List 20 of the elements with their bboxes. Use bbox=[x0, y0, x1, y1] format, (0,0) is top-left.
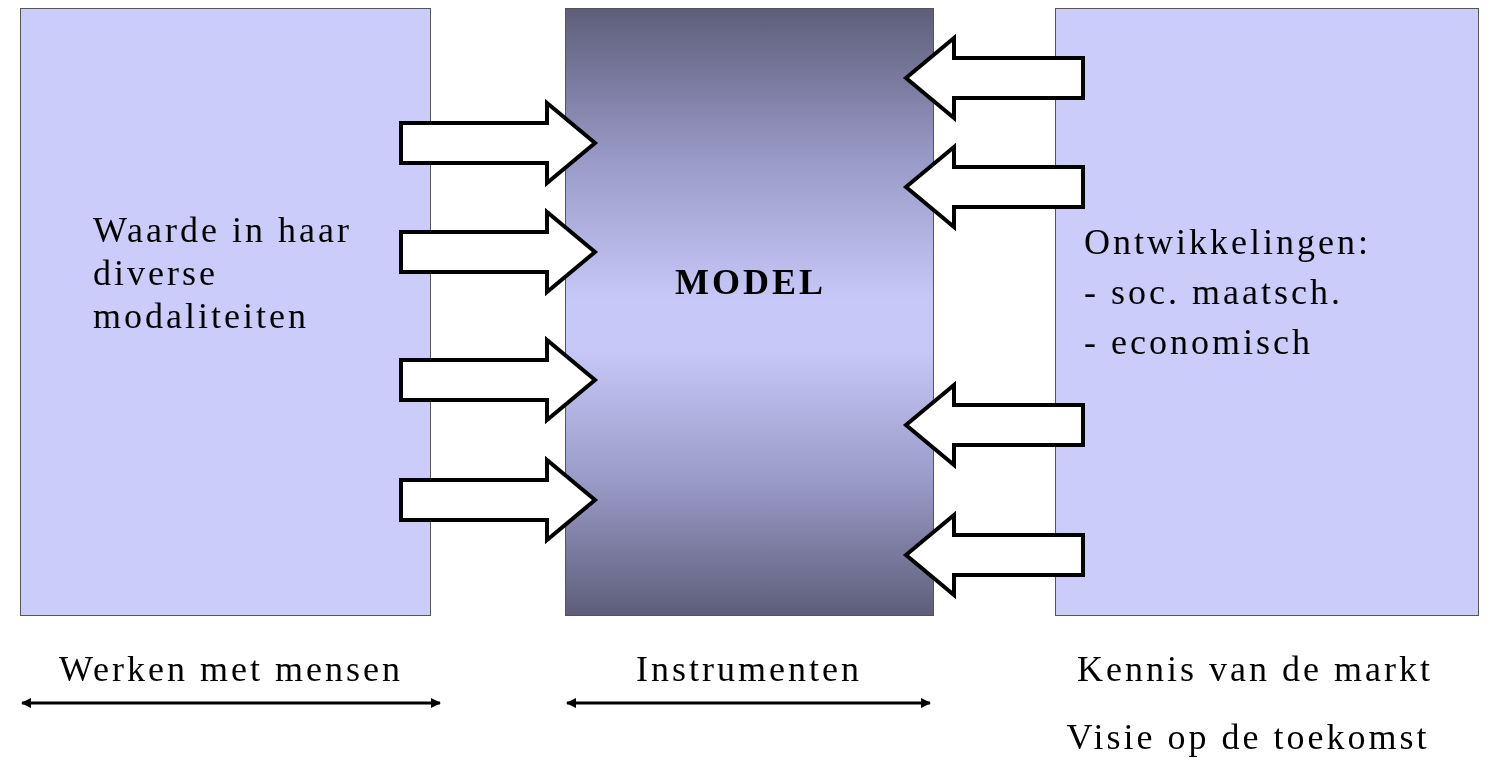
block-arrow bbox=[902, 510, 1085, 600]
block-arrow bbox=[902, 380, 1085, 470]
block-arrow bbox=[399, 98, 599, 188]
block-arrow bbox=[902, 142, 1085, 232]
node-text: MODEL bbox=[674, 261, 827, 304]
panel-box bbox=[20, 8, 431, 616]
node-text: - soc. maatsch. bbox=[1084, 271, 1343, 314]
model-box bbox=[565, 8, 934, 616]
panel-box bbox=[1055, 8, 1479, 616]
block-arrow bbox=[902, 33, 1085, 123]
caption-label: Kennis van de markt bbox=[1077, 648, 1433, 690]
node-text: Ontwikkelingen: bbox=[1084, 221, 1371, 264]
caption-label: Visie op de toekomst bbox=[1066, 716, 1430, 758]
node-text: - economisch bbox=[1084, 321, 1313, 364]
node-text: Waarde in haar diverse modaliteiten bbox=[93, 209, 353, 339]
caption-label: Instrumenten bbox=[636, 648, 862, 690]
block-arrow bbox=[399, 455, 599, 545]
caption-label: Werken met mensen bbox=[59, 648, 403, 690]
block-arrow bbox=[399, 207, 599, 297]
block-arrow bbox=[399, 335, 599, 425]
